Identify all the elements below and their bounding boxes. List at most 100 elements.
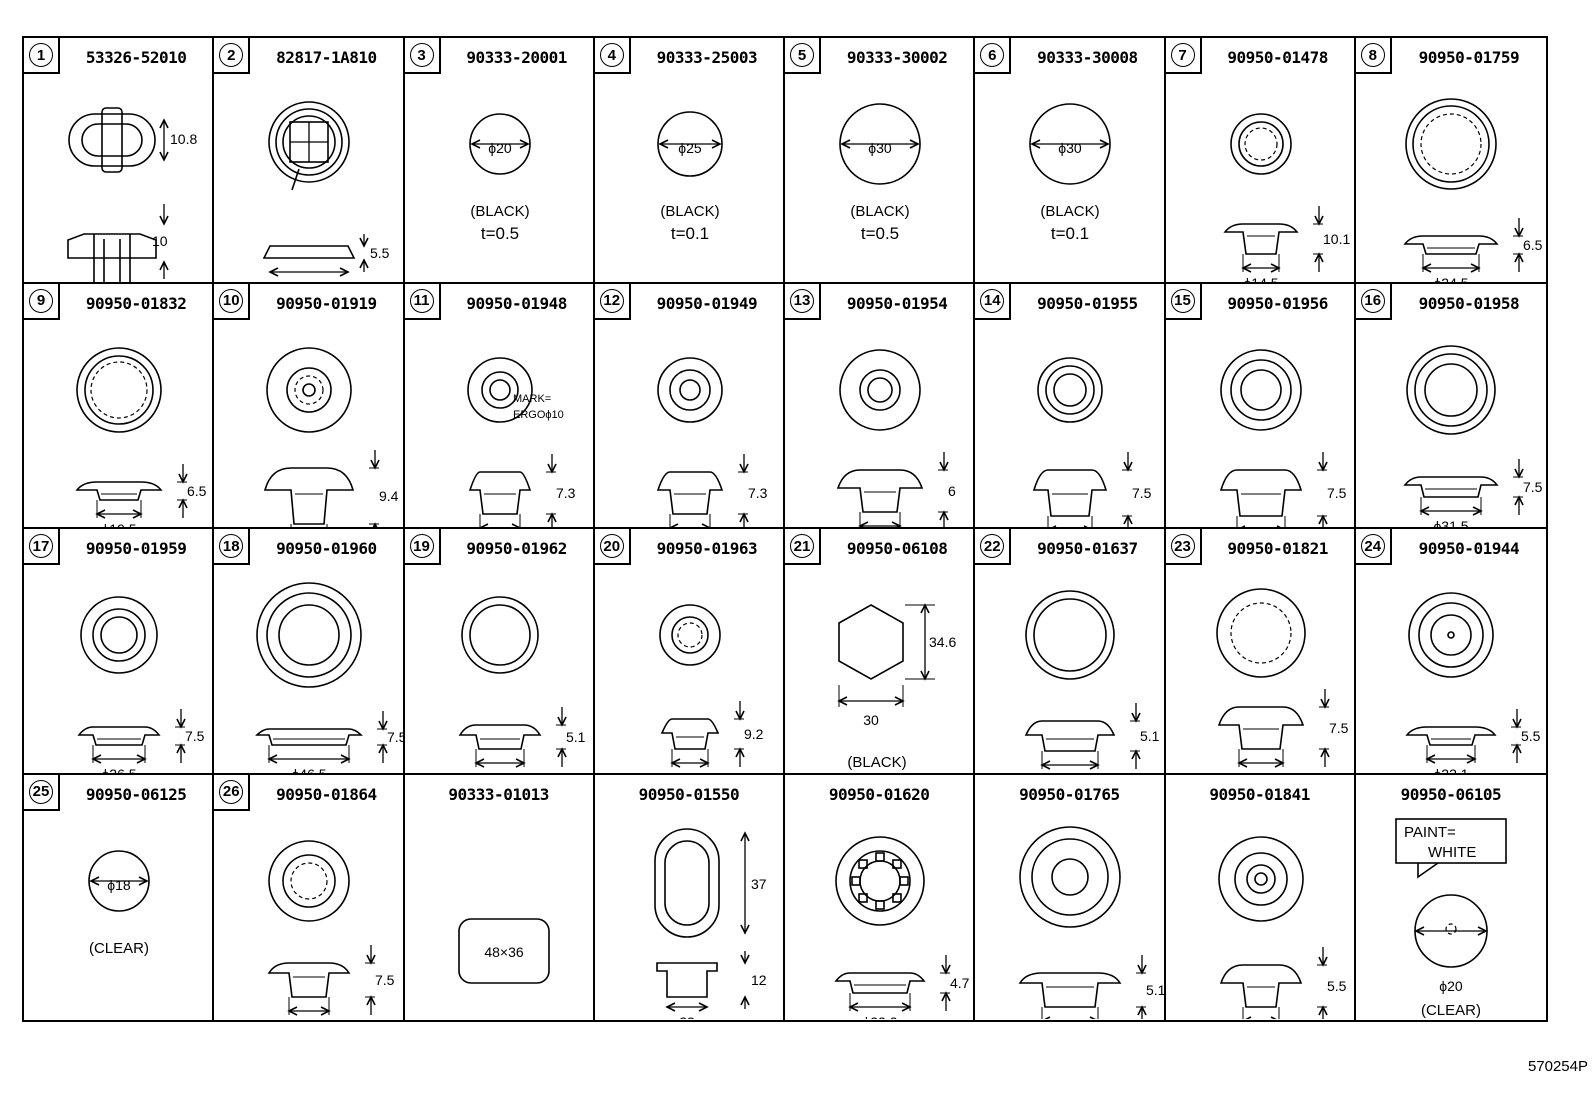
paint-note: PAINT= xyxy=(1404,824,1456,841)
mark-note: ERGOϕ10 xyxy=(513,409,564,421)
callout-number: 12 xyxy=(599,288,624,313)
callout-number: 6 xyxy=(980,43,1005,67)
callout-number: 21 xyxy=(790,534,814,558)
part-number: 90950-01948 xyxy=(466,293,567,313)
callout-box: 22 xyxy=(975,529,1012,565)
color-note: (BLACK) xyxy=(660,203,719,220)
height-dim: 9.2 xyxy=(744,726,764,742)
diameter-dim: ϕ26.5 xyxy=(101,766,136,773)
part-number: 90950-01637 xyxy=(1037,539,1138,558)
callout-box: 9 xyxy=(24,283,60,320)
callout-number: 7 xyxy=(1170,43,1195,67)
color-note: (CLEAR) xyxy=(1421,1002,1481,1019)
part-number: 90950-01821 xyxy=(1227,539,1328,558)
part-number: 90950-01919 xyxy=(276,293,377,313)
part-drawing: 9.2ϕ15 xyxy=(658,604,764,773)
callout-number: 17 xyxy=(29,534,53,558)
height-dim: 7.5 xyxy=(1132,485,1152,501)
part-drawing: 6ϕ13.5 xyxy=(836,348,956,528)
callout-number: 5 xyxy=(790,43,814,67)
part-drawing: 5.1ϕ13.1 xyxy=(1018,825,1165,1019)
part-drawing: 34.630(BLACK) xyxy=(837,603,956,771)
diameter-dim: ϕ20 xyxy=(1439,978,1463,994)
height-dim: 7.5 xyxy=(375,972,395,988)
thickness-note: t=0.5 xyxy=(480,224,518,243)
color-note: (BLACK) xyxy=(1041,203,1100,220)
callout-number: 4 xyxy=(599,43,624,67)
part-drawing: 6.5ϕ19.5 xyxy=(75,346,207,527)
part-number: 90950-01944 xyxy=(1418,539,1520,558)
part-number: 90950-01958 xyxy=(1418,293,1520,313)
part-number: 90950-01949 xyxy=(656,293,758,313)
width-dim: 23 xyxy=(679,1014,695,1019)
height-dim: 7.5 xyxy=(1329,720,1349,736)
height-dim: 5.1 xyxy=(1140,728,1160,744)
diameter-dim: ϕ31.5 xyxy=(1433,518,1468,528)
height-dim: 5.1 xyxy=(566,729,586,745)
part-number: 53326-52010 xyxy=(85,48,187,67)
height-dim: 5.5 xyxy=(1521,728,1541,744)
part-cell: 14 90950-01955 7.5ϕ15.5 xyxy=(975,283,1166,529)
part-drawing: 5.1ϕ15.1 xyxy=(458,596,586,773)
callout-box: 3 xyxy=(404,38,441,74)
diameter-dim: ϕ46.5 xyxy=(292,766,327,773)
callout-number: 24 xyxy=(1360,534,1385,558)
part-number: 90950-01955 xyxy=(1037,293,1138,313)
part-drawing: 10.1ϕ14.5 xyxy=(1222,113,1350,282)
part-number: 90950-01620 xyxy=(828,784,930,804)
part-drawing: 371223 xyxy=(653,827,767,1019)
part-drawing: 7.5ϕ21.6 xyxy=(267,839,395,1019)
callout-number: 13 xyxy=(790,288,814,313)
part-number: 90950-01759 xyxy=(1418,48,1520,67)
part-drawing: 7.5ϕ15.5 xyxy=(1033,356,1152,528)
part-drawing: 7.3ϕ10.4MARK=ERGOϕ10 xyxy=(466,356,576,528)
callout-box: 7 xyxy=(1165,38,1202,74)
thickness-note: t=0.1 xyxy=(1051,224,1089,243)
height-dim: 6.5 xyxy=(1523,237,1543,253)
diameter-dim: ϕ20 xyxy=(488,140,512,156)
part-drawing: 5.5ϕ8.7 xyxy=(1217,835,1347,1019)
color-note: (BLACK) xyxy=(850,203,909,220)
callout-box: 15 xyxy=(1165,283,1202,320)
part-drawing: 10.8109 xyxy=(67,107,197,282)
diagram-code: 570254P xyxy=(1527,1058,1588,1075)
callout-box: 25 xyxy=(24,774,60,811)
callout-number: 1 xyxy=(29,43,53,67)
part-number: 90333-01013 xyxy=(448,784,549,804)
part-number: 90950-01960 xyxy=(276,539,377,558)
callout-number: 22 xyxy=(980,534,1005,558)
part-number: 90950-01832 xyxy=(85,293,187,313)
callout-box: 8 xyxy=(1355,38,1392,74)
part-number: 82817-1A810 xyxy=(276,48,377,67)
diameter-dim: ϕ25 xyxy=(678,140,702,156)
part-number: 90950-06105 xyxy=(1400,784,1502,804)
callout-number: 18 xyxy=(219,534,244,558)
height-dim: 5.1 xyxy=(1146,982,1165,998)
height-dim: 7.3 xyxy=(556,485,576,501)
callout-number: 10 xyxy=(219,288,244,313)
part-drawing: ϕ30(BLACK)t=0.1 xyxy=(1029,103,1112,243)
callout-number: 2 xyxy=(219,43,244,67)
height-dim: 10.8 xyxy=(170,131,197,147)
parts-grid: 153326-5201010.8109282817-1A8105.5ϕ38.43… xyxy=(22,36,1548,1022)
callout-box: 6 xyxy=(975,38,1012,74)
width-dim: 30 xyxy=(863,712,879,728)
color-note: (BLACK) xyxy=(470,203,529,220)
callout-number: 19 xyxy=(409,534,434,558)
callout-number: 14 xyxy=(980,288,1005,313)
height-dim: 5.5 xyxy=(1327,978,1347,994)
height-dim: 6 xyxy=(948,483,956,499)
part-number: 90950-01959 xyxy=(85,539,187,558)
